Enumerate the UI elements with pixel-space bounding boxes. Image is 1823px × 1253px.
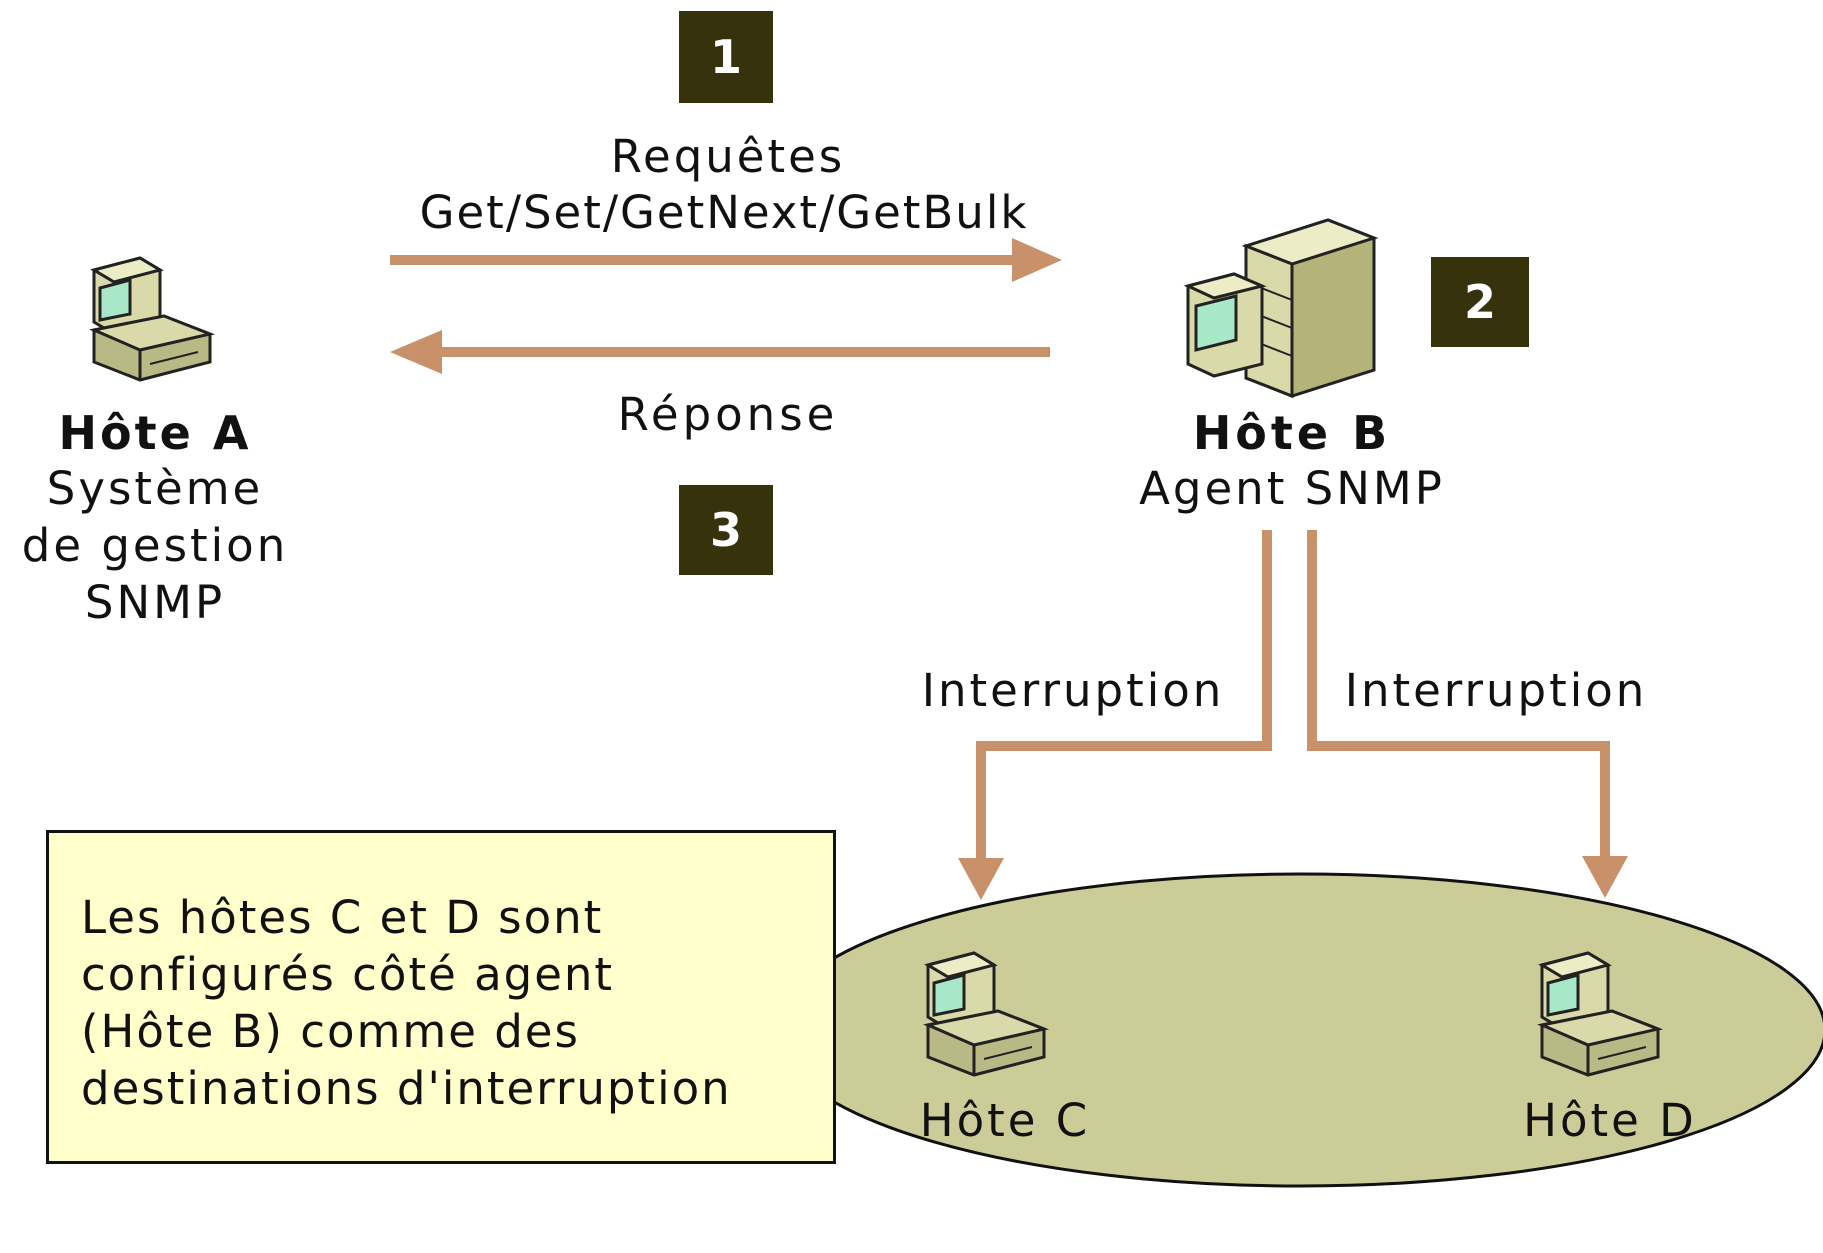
- trap-right-label: Interruption: [1344, 664, 1648, 717]
- host-b-role: Agent SNMP: [1139, 462, 1445, 515]
- request-label-line1: Requêtes: [610, 130, 846, 183]
- step-2-label: 2: [1463, 275, 1496, 329]
- host-a-computer-icon: [92, 256, 212, 382]
- note-box: Les hôtes C et D sont configurés côté ag…: [46, 830, 836, 1164]
- host-a-desc-line1: Système: [46, 462, 264, 515]
- note-line-3: (Hôte B) comme des: [81, 1005, 580, 1058]
- step-3-label: 3: [709, 503, 742, 557]
- host-c-label: Hôte C: [919, 1094, 1091, 1147]
- step-1-badge: 1: [679, 11, 773, 103]
- host-b-name: Hôte B: [1192, 406, 1392, 460]
- trap-arrow-right-head: [1582, 856, 1628, 898]
- host-a-desc-line2: de gestion: [21, 519, 289, 572]
- host-a-name: Hôte A: [58, 406, 252, 460]
- note-line-1: Les hôtes C et D sont: [81, 891, 604, 944]
- trap-arrow-left: [976, 530, 1272, 860]
- response-arrow-head: [390, 330, 442, 374]
- request-arrow-head: [1012, 238, 1062, 282]
- request-label-line2: Get/Set/GetNext/GetBulk: [419, 186, 1029, 239]
- trap-arrow-right: [1307, 530, 1610, 858]
- trap-left-label: Interruption: [921, 664, 1225, 717]
- step-1-label: 1: [709, 30, 742, 84]
- note-line-2: configurés côté agent: [81, 948, 615, 1001]
- trap-arrow-left-head: [958, 858, 1004, 900]
- host-b-server-icon: [1183, 218, 1379, 399]
- response-label: Réponse: [617, 388, 839, 441]
- host-a-desc-line3: SNMP: [84, 576, 226, 629]
- host-d-label: Hôte D: [1523, 1094, 1697, 1147]
- step-3-badge: 3: [679, 485, 773, 575]
- note-line-4: destinations d'interruption: [81, 1062, 732, 1115]
- step-2-badge: 2: [1431, 257, 1529, 347]
